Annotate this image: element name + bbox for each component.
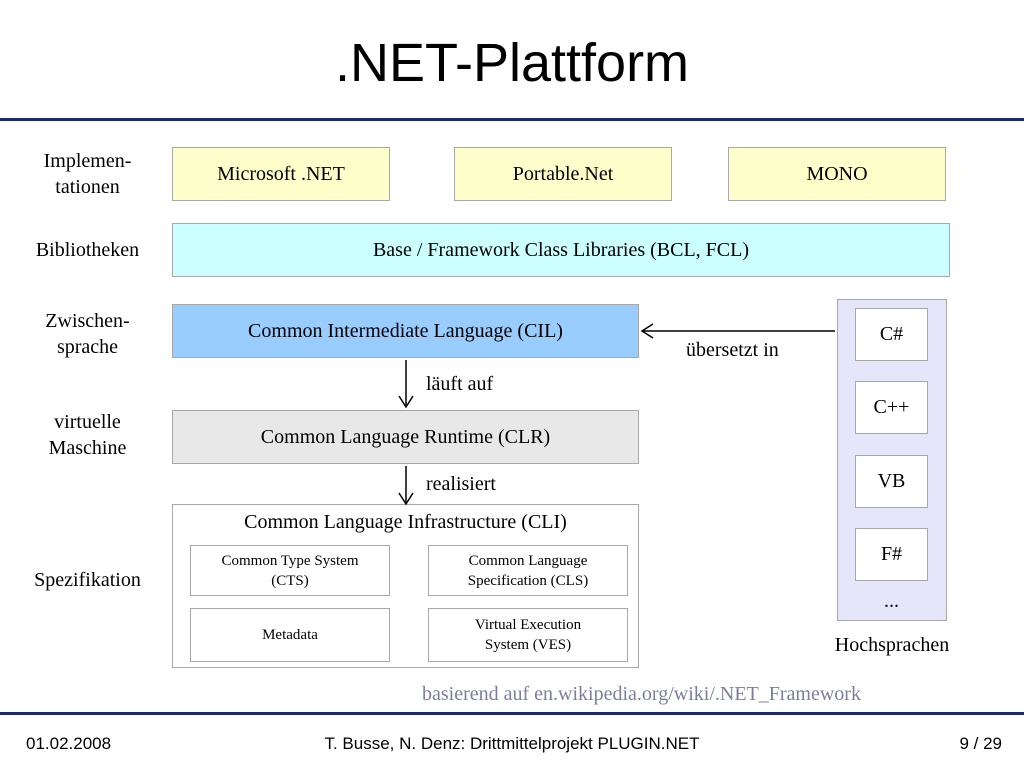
footer-date: 01.02.2008 xyxy=(26,734,112,753)
clr-box: Common Language Runtime (CLR) xyxy=(172,410,639,464)
impl-mono: MONO xyxy=(728,147,946,201)
languages-more: ... xyxy=(884,590,899,612)
language-vb: VB xyxy=(855,455,928,508)
cli-part-metadata: Metadata xyxy=(190,608,390,662)
cil-box: Common Intermediate Language (CIL) xyxy=(172,304,639,358)
libraries-box: Base / Framework Class Libraries (BCL, F… xyxy=(172,223,950,277)
edge-label-implements: realisiert xyxy=(426,473,496,495)
footer-authors: T. Busse, N. Denz: Drittmittelprojekt PL… xyxy=(324,734,700,753)
row-label-libraries: Bibliotheken xyxy=(35,239,140,261)
page-title: .NET-Plattform xyxy=(334,33,690,93)
edge-label-compiled-to: übersetzt in xyxy=(686,339,779,361)
row-label-intermediate: Zwischen- sprache xyxy=(45,310,130,358)
row-label-spec: Spezifikation xyxy=(34,569,141,591)
impl-portable-net: Portable.Net xyxy=(454,147,672,201)
header-rule xyxy=(0,118,1024,121)
languages-caption: Hochsprachen xyxy=(834,634,950,656)
source-credit: basierend auf en.wikipedia.org/wiki/.NET… xyxy=(422,683,861,705)
language-cpp: C++ xyxy=(855,381,928,434)
language-fsharp: F# xyxy=(855,528,928,581)
row-label-implementations: Implemen- tationen xyxy=(43,150,132,198)
footer-rule xyxy=(0,712,1024,715)
cli-title: Common Language Infrastructure (CLI) xyxy=(244,511,567,533)
language-csharp: C# xyxy=(855,308,928,361)
cli-part-cls: Common Language Specification (CLS) xyxy=(428,545,628,596)
impl-microsoft-net: Microsoft .NET xyxy=(172,147,390,201)
footer-page-number: 9 / 29 xyxy=(959,734,1002,753)
edge-label-runs-on: läuft auf xyxy=(426,373,494,395)
cli-part-cts: Common Type System (CTS) xyxy=(190,545,390,596)
cli-part-ves: Virtual Execution System (VES) xyxy=(428,608,628,662)
row-label-vm: virtuelle Maschine xyxy=(48,411,127,459)
